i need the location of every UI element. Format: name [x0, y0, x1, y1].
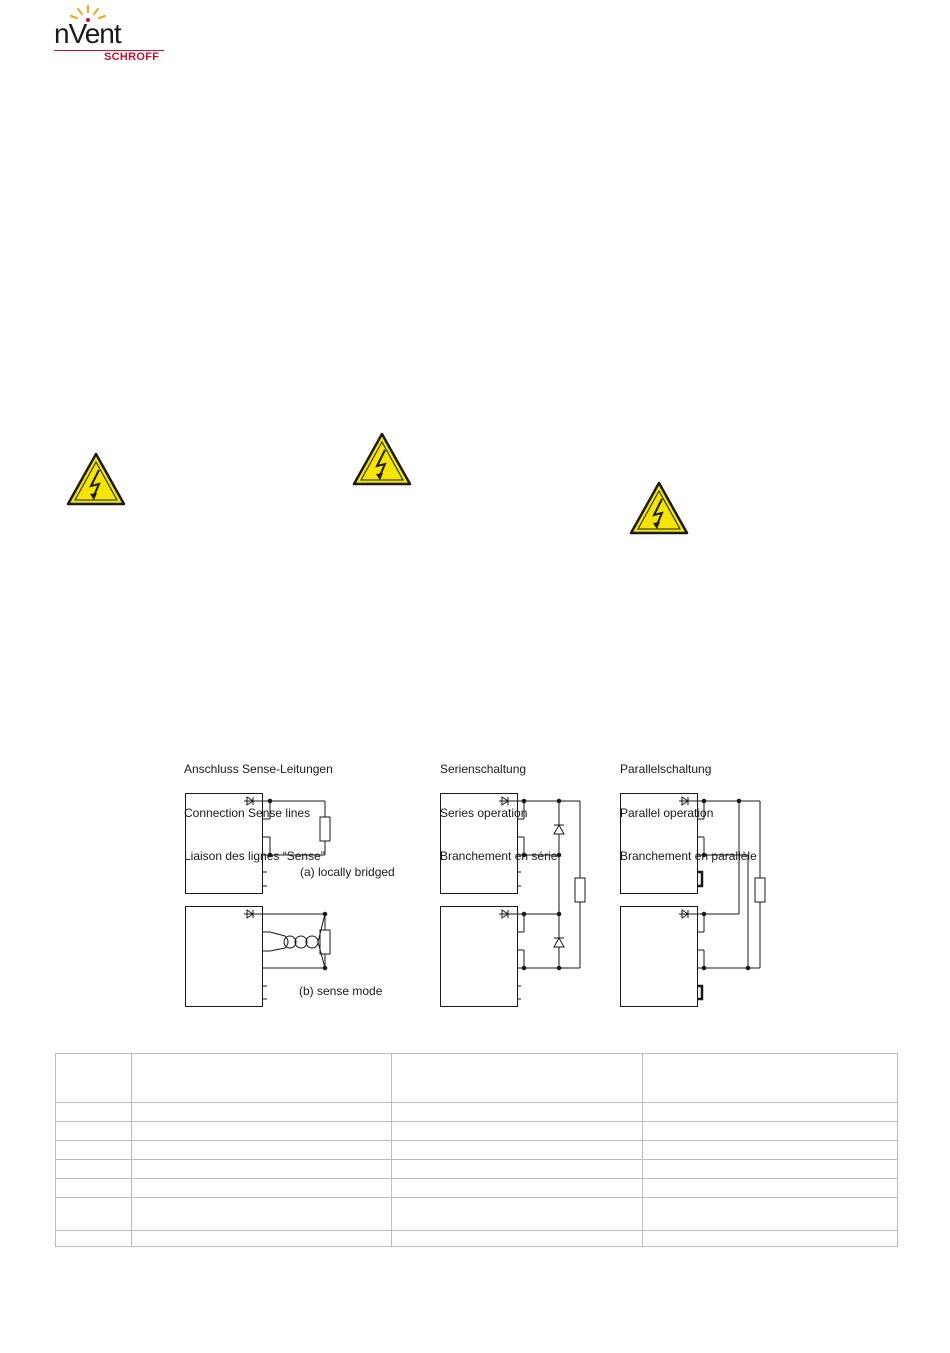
logo-wordmark: nVent [54, 18, 122, 49]
table-cell [131, 1053, 392, 1103]
specification-table [55, 1053, 898, 1247]
parallel-diagram-title: Parallelschaltung Parallel operation Bra… [620, 762, 757, 863]
table-cell [55, 1178, 132, 1198]
series-diagram [440, 793, 586, 1007]
table-row [55, 1159, 898, 1179]
table-cell [55, 1053, 132, 1103]
table-cell [391, 1178, 643, 1198]
sense-diagram-a [185, 793, 331, 894]
table-cell [642, 1197, 898, 1231]
table-row [55, 1197, 898, 1231]
table-cell [642, 1230, 898, 1247]
table-cell [391, 1230, 643, 1247]
table-row [55, 1178, 898, 1198]
table-cell [131, 1197, 392, 1231]
table-cell [391, 1197, 643, 1231]
logo-brand-name: SCHROFF [104, 51, 160, 63]
table-cell [391, 1053, 643, 1103]
table-row [55, 1140, 898, 1160]
company-logo: nVent SCHROFF [48, 4, 178, 64]
table-cell [131, 1159, 392, 1179]
table-cell [642, 1140, 898, 1160]
load-resistor [574, 877, 586, 903]
table-row [55, 1053, 898, 1103]
table-cell [642, 1102, 898, 1122]
table-cell [55, 1121, 132, 1141]
load-resistor [319, 816, 331, 842]
table-cell [642, 1159, 898, 1179]
sense-diagram-b [185, 906, 331, 1007]
table-cell [131, 1102, 392, 1122]
logo-divider [54, 50, 164, 51]
table-cell [55, 1140, 132, 1160]
table-cell [55, 1159, 132, 1179]
table-cell [55, 1197, 132, 1231]
power-module-box [185, 793, 263, 894]
table-cell [131, 1178, 392, 1198]
power-module-box [620, 906, 698, 1007]
table-cell [391, 1121, 643, 1141]
table-row [55, 1102, 898, 1122]
table-row [55, 1230, 898, 1247]
power-module-box [440, 906, 518, 1007]
power-module-box [620, 793, 698, 894]
high-voltage-warning-icon [352, 432, 412, 486]
table-cell [131, 1121, 392, 1141]
series-diagram-title: Serienschaltung Series operation Branche… [440, 762, 558, 863]
table-cell [391, 1102, 643, 1122]
parallel-diagram [620, 793, 766, 1007]
power-module-box [440, 793, 518, 894]
high-voltage-warning-icon [66, 452, 126, 506]
table-cell [55, 1230, 132, 1247]
high-voltage-warning-icon [629, 481, 689, 535]
table-cell [131, 1140, 392, 1160]
table-cell [55, 1102, 132, 1122]
sense-diagram-title: Anschluss Sense-Leitungen Connection Sen… [184, 762, 333, 863]
sunburst-logo-icon [70, 5, 106, 22]
sense-mode-label: (b) sense mode [299, 984, 383, 998]
table-cell [642, 1178, 898, 1198]
load-resistor [754, 877, 766, 903]
table-cell [391, 1140, 643, 1160]
table-cell [391, 1159, 643, 1179]
load-resistor [319, 929, 331, 955]
locally-bridged-label: (a) locally bridged [300, 865, 395, 879]
table-row [55, 1121, 898, 1141]
table-cell [642, 1121, 898, 1141]
table-cell [642, 1053, 898, 1103]
power-module-box [185, 906, 263, 1007]
table-cell [131, 1230, 392, 1247]
